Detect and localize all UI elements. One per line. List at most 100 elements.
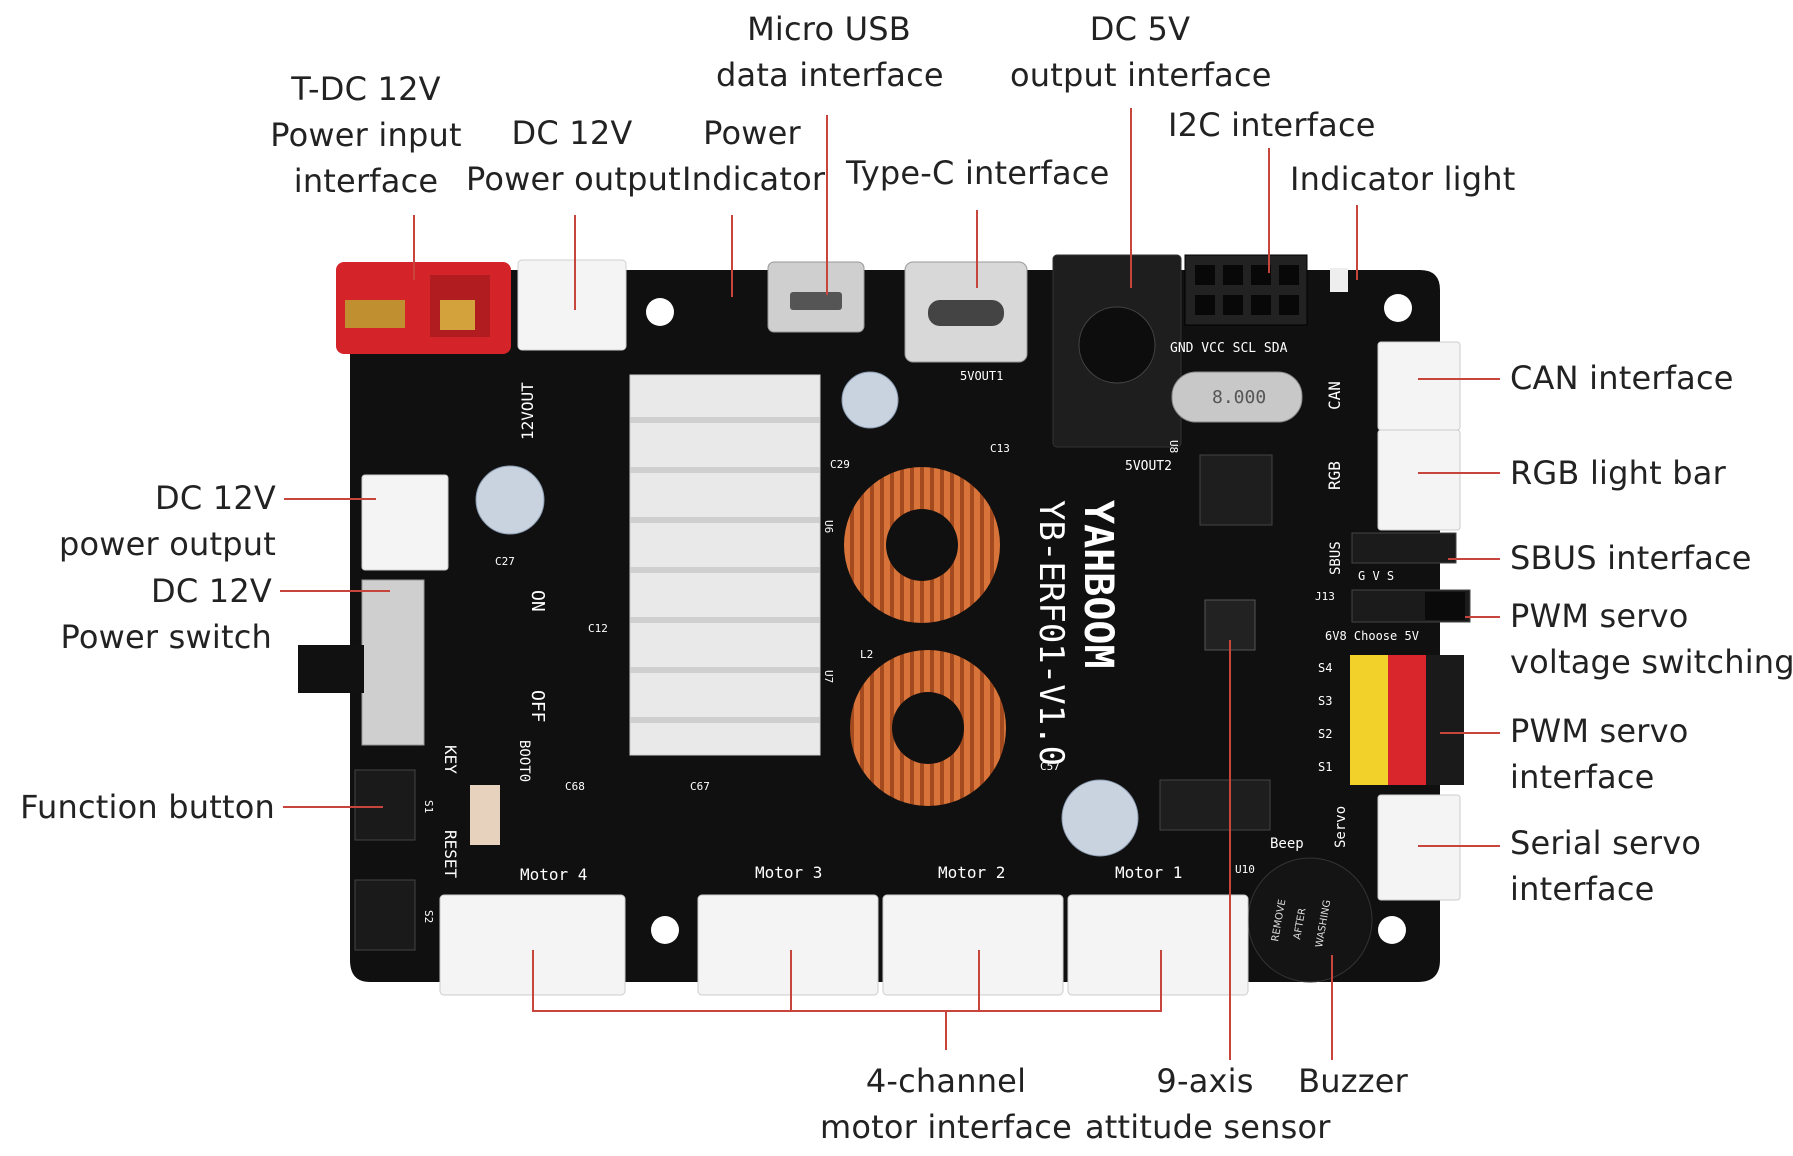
label-tdc-power-input: T-DC 12V Power input interface: [262, 66, 470, 204]
dc12v-output-connector-top: [517, 259, 627, 351]
part-c12: C12: [588, 622, 608, 635]
silk-beep: Beep: [1270, 836, 1304, 852]
label-line: output interface: [1010, 56, 1272, 94]
leader-power-switch: [280, 590, 390, 592]
leader-micro-usb: [826, 115, 828, 295]
label-line: Indicator light: [1290, 160, 1516, 198]
leader-pwm-voltage: [1465, 616, 1500, 618]
label-line: motor interface: [820, 1108, 1072, 1146]
part-c67: C67: [690, 780, 710, 793]
label-dc12v-power-output-left: DC 12V power output: [40, 475, 276, 567]
part-s1: S1: [422, 800, 435, 813]
power-switch: [361, 579, 425, 746]
capacitor: [841, 371, 899, 429]
label-line: DC 12V: [151, 572, 272, 610]
leader-attitude-sensor: [1229, 640, 1231, 1060]
silk-choose: 6V8 Choose 5V: [1325, 629, 1419, 643]
leader-i2c: [1268, 148, 1270, 273]
label-line: attitude sensor: [1085, 1108, 1331, 1146]
label-line: interface: [1510, 870, 1655, 908]
label-line: I2C interface: [1168, 106, 1376, 144]
label-micro-usb: Micro USB data interface: [716, 6, 944, 98]
silk-s2: S2: [1318, 727, 1332, 741]
heatsink: [629, 374, 821, 756]
label-function-button: Function button: [10, 784, 275, 830]
leader-motor-2: [790, 950, 792, 1010]
silk-motor-2: Motor 2: [938, 863, 1005, 882]
serial-servo-connector: [1377, 794, 1461, 901]
label-line: Function button: [20, 788, 275, 826]
rgb-connector: [1377, 429, 1461, 531]
leader-buzzer: [1331, 955, 1333, 1060]
function-button-s1: [354, 769, 416, 841]
can-connector: [1377, 341, 1461, 431]
silk-on: ON: [527, 590, 548, 612]
part-c57: C57: [1040, 760, 1060, 773]
part-u6: U6: [822, 520, 835, 533]
model-silk: YB-ERF01-V1.0: [1031, 500, 1071, 766]
indicator-led: [1330, 268, 1348, 292]
leader-serial-servo: [1418, 845, 1500, 847]
silk-i2c-pins: GND VCC SCL SDA: [1170, 341, 1288, 356]
part-c27: C27: [495, 555, 515, 568]
silk-rgb: RGB: [1325, 461, 1344, 490]
sbus-header: [1351, 532, 1457, 564]
silk-boot0: BOOT0: [516, 740, 532, 782]
label-line: Power switch: [60, 618, 272, 656]
label-sbus: SBUS interface: [1510, 535, 1752, 581]
leader-dc5v: [1130, 108, 1132, 288]
label-line: Micro USB: [747, 10, 911, 48]
leader-type-c: [976, 210, 978, 288]
label-line: CAN interface: [1510, 359, 1734, 397]
label-line: Type-C interface: [846, 154, 1110, 192]
capacitor: [1061, 779, 1139, 857]
silk-off: OFF: [527, 690, 548, 723]
label-line: 4-channel: [865, 1062, 1027, 1100]
leader-motor-stem: [945, 1010, 947, 1050]
part-u10: U10: [1235, 863, 1255, 876]
part-u8: U8: [1167, 440, 1180, 453]
part-c29: C29: [830, 458, 850, 471]
label-pwm-voltage: PWM servo voltage switching: [1510, 593, 1793, 685]
leader-tdc: [413, 215, 415, 280]
capacitor: [475, 465, 545, 535]
leader-pwm-interface: [1440, 732, 1500, 734]
silk-reset: RESET: [441, 830, 460, 879]
label-line: Serial servo: [1510, 824, 1702, 862]
leader-motor-1: [532, 950, 534, 1010]
silk-motor-4: Motor 4: [520, 865, 587, 884]
chip-u10: [1159, 779, 1271, 831]
part-j13: J13: [1315, 590, 1335, 603]
silk-s3: S3: [1318, 694, 1332, 708]
inductor-l2: [850, 650, 1006, 806]
inductor-l1: [844, 467, 1000, 623]
label-line: Power output: [466, 160, 681, 198]
silk-s1: S1: [1318, 760, 1332, 774]
boot0-button: [470, 785, 500, 845]
label-power-indicator: Power Indicator: [682, 110, 825, 202]
leader-motor-3: [978, 950, 980, 1010]
leader-power-indicator: [731, 215, 733, 297]
label-line: 9-axis: [1156, 1062, 1254, 1100]
leader-sbus: [1448, 558, 1500, 560]
part-c13: C13: [990, 442, 1010, 455]
label-line: power output: [58, 525, 276, 563]
mount-hole: [646, 298, 674, 326]
label-dc12v-power-output-top: DC 12V Power output: [466, 110, 681, 202]
label-line: Power: [703, 114, 801, 152]
label-serial-servo: Serial servo interface: [1510, 820, 1701, 912]
label-type-c: Type-C interface: [846, 150, 1110, 196]
regulator-u8: [1199, 454, 1273, 526]
label-motor-interface: 4-channel motor interface: [815, 1058, 1077, 1150]
label-line: data interface: [716, 56, 944, 94]
silk-5vout1: 5VOUT1: [960, 369, 1003, 383]
pwm-servo-header: [1350, 655, 1464, 785]
label-dc12v-power-switch: DC 12V Power switch: [40, 568, 272, 660]
leader-rgb: [1418, 472, 1500, 474]
silk-motor-1: Motor 1: [1115, 863, 1182, 882]
mount-hole: [1384, 294, 1412, 322]
leader-function-button: [283, 806, 383, 808]
label-i2c: I2C interface: [1168, 102, 1376, 148]
label-line: interface: [293, 162, 439, 200]
